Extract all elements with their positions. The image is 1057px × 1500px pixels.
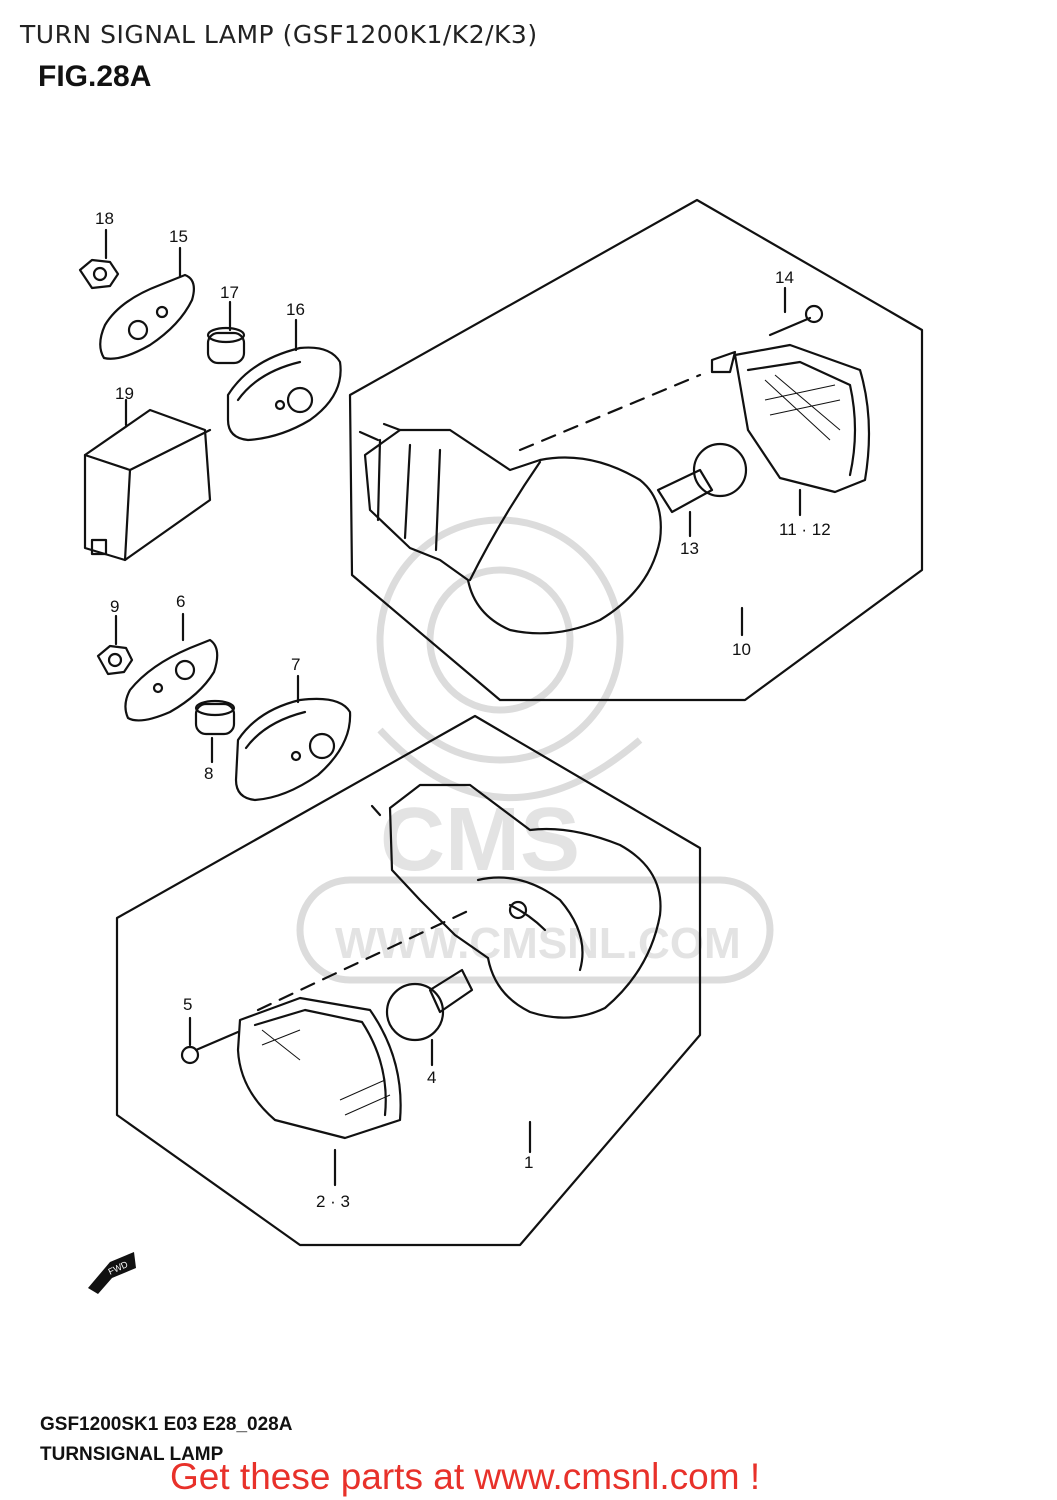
callout-18: 18 <box>95 209 114 228</box>
callout-10: 10 <box>732 640 751 659</box>
nut-part-18 <box>78 228 120 290</box>
plate-part-15 <box>99 246 195 360</box>
lens-hatching <box>261 374 841 1116</box>
watermark-banner <box>296 876 774 984</box>
cushion-part-7 <box>234 674 352 802</box>
lower-guide-line <box>256 908 472 1012</box>
callout-7: 7 <box>291 655 300 674</box>
nut-part-9 <box>96 614 134 676</box>
cmsnl-link[interactable]: Get these parts at www.cmsnl.com ! <box>170 1456 761 1497</box>
bulb-part-4 <box>385 968 474 1067</box>
watermark-logo: CMS <box>380 790 580 890</box>
callout-14: 14 <box>775 268 794 287</box>
callout-11-12: 11 · 12 <box>779 520 831 539</box>
callout-8: 8 <box>204 764 213 783</box>
screw-part-14 <box>768 286 824 337</box>
callout-19: 19 <box>115 384 134 403</box>
callout-5: 5 <box>183 995 192 1014</box>
watermark-face-outline <box>376 516 624 764</box>
collar-part-8 <box>194 699 236 764</box>
relay-part-19 <box>83 398 212 562</box>
callout-17: 17 <box>220 283 239 302</box>
callout-16: 16 <box>286 300 305 319</box>
cushion-part-16 <box>226 318 342 442</box>
lens-part-11-12 <box>710 343 871 517</box>
turn-signal-housing-part-1 <box>370 783 662 1154</box>
diagram-code: GSF1200SK1 E03 E28_028A <box>40 1414 293 1435</box>
page-title: TURN SIGNAL LAMP (GSF1200K1/K2/K3) <box>20 20 538 49</box>
callout-2-3: 2 · 3 <box>316 1192 350 1211</box>
watermark-text: WWW.CMSNL.COM <box>335 919 741 968</box>
plate-part-6 <box>124 612 219 722</box>
diagram-name: TURNSIGNAL LAMP <box>40 1444 224 1465</box>
callout-6: 6 <box>176 592 185 611</box>
callout-15: 15 <box>169 227 188 246</box>
watermark-swoosh <box>377 727 643 802</box>
figure-label: FIG.28A <box>38 60 152 93</box>
upper-assembly-frame <box>348 198 924 702</box>
screw-part-5 <box>180 1016 240 1065</box>
callout-4: 4 <box>427 1068 436 1087</box>
callout-13: 13 <box>680 539 699 558</box>
callout-1: 1 <box>524 1153 533 1172</box>
collar-part-17 <box>206 300 246 365</box>
lens-part-2-3 <box>236 996 402 1187</box>
upper-guide-line <box>518 373 702 452</box>
watermark-face-inner <box>426 566 574 714</box>
callout-9: 9 <box>110 597 119 616</box>
lower-assembly-frame <box>115 714 702 1247</box>
turn-signal-housing-part-10 <box>358 422 744 637</box>
watermark <box>296 516 774 984</box>
bulb-part-13 <box>656 442 748 538</box>
fwd-arrow-icon: FWD <box>88 1252 136 1294</box>
